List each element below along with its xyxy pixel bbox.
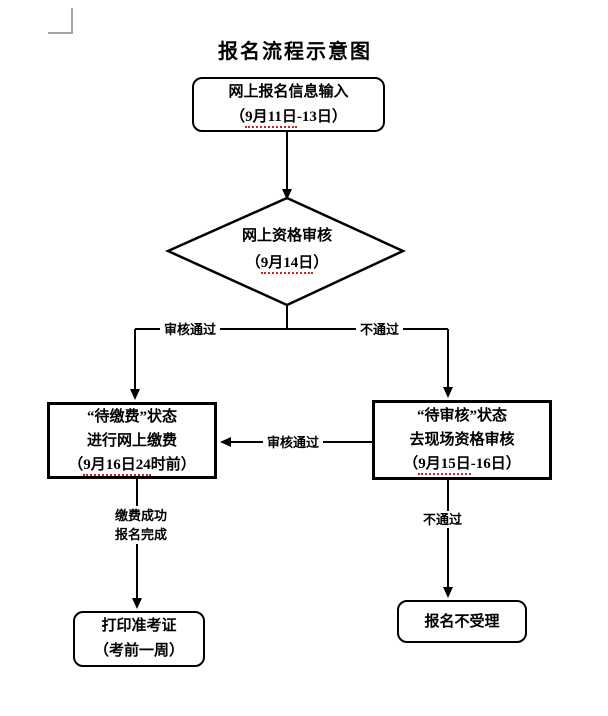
edge-label-pay-done-line2: 报名完成 — [114, 527, 167, 542]
node-decision: 网上资格审核 （9月14日） — [187, 223, 387, 277]
spellcheck-underline: 9月11日 — [245, 108, 297, 128]
page-margin-corner-mark — [48, 8, 73, 34]
node-start-line2: （9月11日-13日） — [194, 105, 383, 130]
node-pay: “待缴费”状态 进行网上缴费 （9月16日24时前） — [47, 402, 217, 479]
arrowhead-into-pay-box-side — [220, 437, 231, 447]
node-rejected-line1: 报名不受理 — [424, 613, 500, 630]
node-onsite-line3: （9月15日-16日） — [375, 452, 549, 476]
edge-label-pay-done: 缴费成功 报名完成 — [99, 506, 183, 544]
node-print-line2: （考前一周） — [93, 643, 184, 659]
node-onsite-line1: “待审核”状态 — [416, 408, 507, 424]
node-pay-line1: “待缴费”状态 — [86, 408, 177, 425]
page-title: 报名流程示意图 — [218, 41, 372, 63]
edge-label-fail-right: 不通过 — [356, 321, 404, 338]
arrowhead-into-reject-box — [443, 587, 453, 598]
node-pay-line3: （9月16日24时前） — [50, 453, 214, 477]
edge-label-pass-left: 审核通过 — [160, 321, 221, 338]
edge-label-pay-done-line1: 缴费成功 — [114, 508, 167, 523]
edge-label-pass-mid: 审核通过 — [263, 434, 324, 451]
node-rejected: 报名不受理 — [397, 600, 527, 643]
spellcheck-underline: 9月14日 — [260, 255, 314, 274]
arrowhead-into-decision — [282, 189, 292, 200]
node-onsite-line2: 去现场资格审核 — [409, 432, 515, 448]
node-decision-line2: （9月14日） — [187, 250, 387, 277]
node-print-line1: 打印准考证 — [101, 618, 177, 634]
node-print-ticket: 打印准考证 （考前一周） — [73, 611, 205, 667]
node-onsite-review: “待审核”状态 去现场资格审核 （9月15日-16日） — [372, 400, 552, 480]
edge-label-fail-down: 不通过 — [419, 511, 467, 528]
arrowhead-into-print-box — [132, 598, 142, 609]
node-pay-line2: 进行网上缴费 — [86, 432, 177, 449]
node-start: 网上报名信息输入 （9月11日-13日） — [192, 77, 385, 132]
node-start-line1: 网上报名信息输入 — [228, 83, 349, 100]
spellcheck-underline: 9月16日24 — [83, 456, 151, 476]
spellcheck-underline: 9月15日 — [418, 456, 471, 475]
node-decision-line1: 网上资格审核 — [241, 228, 332, 244]
arrowhead-into-onsite-box — [443, 387, 453, 398]
arrowhead-into-pay-box — [130, 389, 140, 400]
